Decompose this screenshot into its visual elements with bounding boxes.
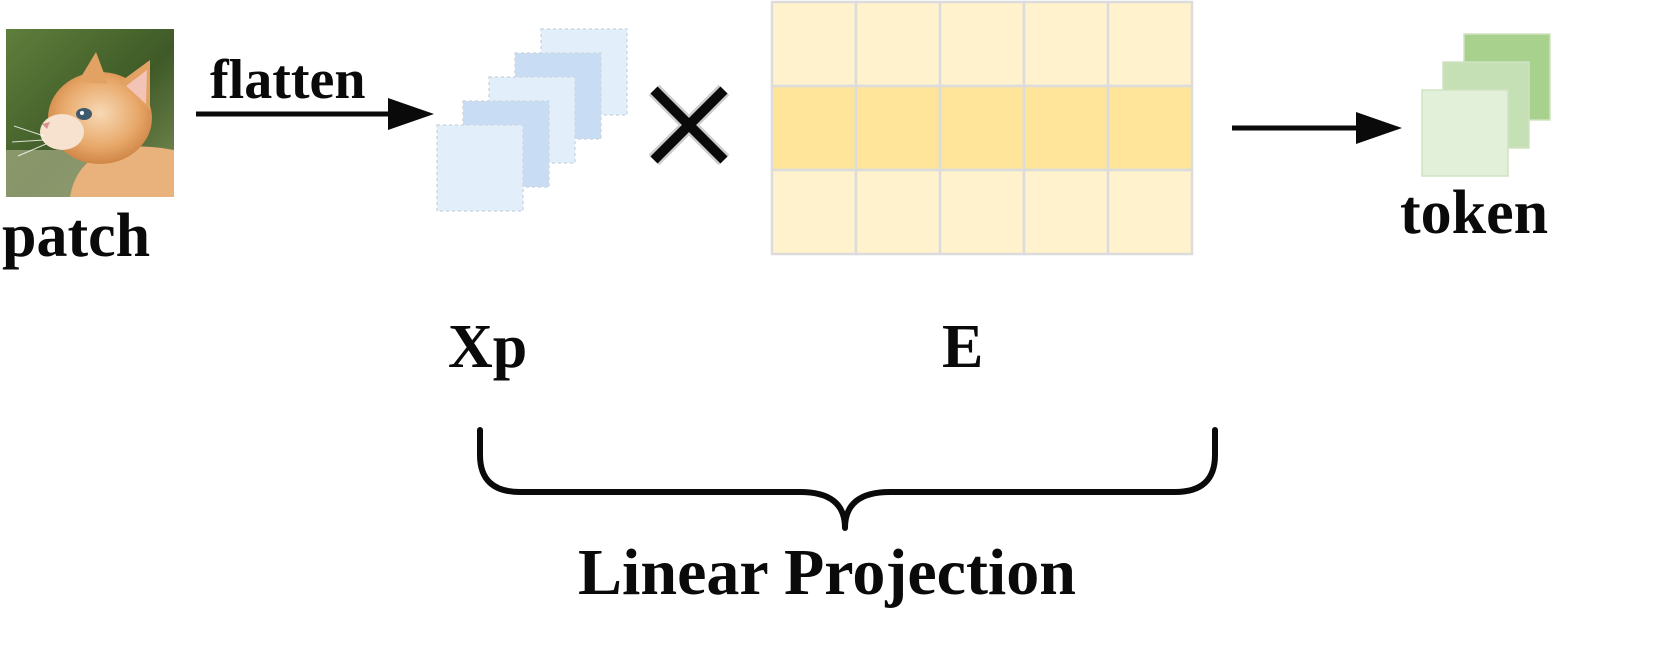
matrix-cell-r3-c5 bbox=[1106, 168, 1194, 256]
cat-photo-thumbnail bbox=[6, 29, 174, 197]
matrix-cell-r2-c3 bbox=[938, 84, 1026, 172]
linear-projection-label: Linear Projection bbox=[578, 536, 1076, 609]
e-label: E bbox=[942, 313, 984, 381]
token-label: token bbox=[1400, 179, 1549, 247]
token-stack bbox=[1421, 33, 1551, 177]
flatten-arrow bbox=[196, 98, 434, 130]
matrix-cell-r3-c4 bbox=[1022, 168, 1110, 256]
matrix-cell-r1-c3 bbox=[938, 0, 1026, 88]
matrix-cell-r1-c1 bbox=[770, 0, 858, 88]
output-arrow bbox=[1232, 112, 1402, 144]
xp-patch-stack bbox=[436, 28, 628, 212]
token-3 bbox=[1421, 89, 1509, 177]
flatten-label: flatten bbox=[210, 49, 366, 111]
xp-patch-5 bbox=[436, 124, 524, 212]
matrix-cell-r1-c4 bbox=[1022, 0, 1110, 88]
multiply-icon bbox=[648, 84, 730, 166]
matrix-cell-r1-c5 bbox=[1106, 0, 1194, 88]
matrix-cell-r2-c2 bbox=[854, 84, 942, 172]
matrix-cell-r3-c2 bbox=[854, 168, 942, 256]
matrix-cell-r2-c5 bbox=[1106, 84, 1194, 172]
matrix-e-grid bbox=[770, 0, 1194, 256]
linear-projection-brace bbox=[477, 427, 1218, 531]
matrix-cell-r2-c4 bbox=[1022, 84, 1110, 172]
patch-label: patch bbox=[2, 202, 151, 270]
matrix-cell-r3-c1 bbox=[770, 168, 858, 256]
matrix-cell-r2-c1 bbox=[770, 84, 858, 172]
matrix-cell-r1-c2 bbox=[854, 0, 942, 88]
matrix-cell-r3-c3 bbox=[938, 168, 1026, 256]
xp-label: Xp bbox=[448, 313, 528, 381]
